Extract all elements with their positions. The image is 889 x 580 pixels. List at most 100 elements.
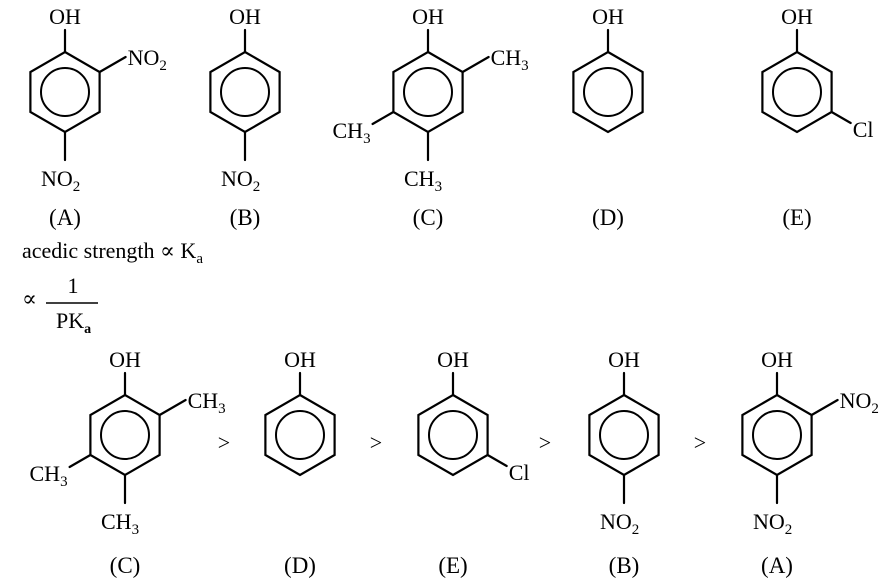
- benzene-ring: [264, 393, 336, 477]
- phenol-structure-e: OH Cl (E): [761, 4, 874, 230]
- phenol-structure-d: OH (D): [264, 347, 336, 578]
- substituent-base: CH: [188, 388, 219, 413]
- compound-label-b: (B): [609, 553, 640, 578]
- oh-group-label: OH: [608, 347, 640, 372]
- substituent-base: NO: [128, 45, 160, 70]
- substituent-subscript: 3: [435, 179, 443, 195]
- substituent-bond: [461, 55, 490, 74]
- substituent-label: CH3: [30, 461, 68, 490]
- substituent-bond: [486, 453, 508, 468]
- phenol-structure-d: OH (D): [572, 4, 644, 230]
- aromatic-circle: [428, 410, 478, 460]
- substituent-bond: [830, 110, 852, 125]
- substituent-base: CH: [404, 166, 435, 191]
- substituent-base: CH: [101, 509, 132, 534]
- substituent-subscript: 3: [521, 58, 529, 74]
- aromatic-circle: [583, 67, 633, 117]
- substituent-base: NO: [840, 388, 872, 413]
- substituent-bond: [158, 398, 187, 417]
- substituent-base: NO: [600, 509, 632, 534]
- proportional-symbol: ∝: [22, 286, 37, 311]
- compound-label-b: (B): [230, 205, 261, 230]
- substituent-label: CH3: [404, 166, 442, 195]
- acidic-strength-relation: acedic strength ∝ Ka ∝ 1 PKa: [22, 238, 203, 337]
- substituent-label: NO2: [840, 388, 879, 417]
- substituent-base: Cl: [509, 460, 530, 485]
- aromatic-circle: [599, 410, 649, 460]
- top-row-structures: OHNO2NO2(A)OHNO2(B)OHCH3CH3CH3(C)OH(D)OH…: [29, 4, 874, 230]
- compound-label-a: (A): [761, 553, 793, 578]
- substituent-subscript: 3: [218, 401, 226, 417]
- compound-label-c: (C): [110, 553, 141, 578]
- substituent-label: NO2: [41, 166, 80, 195]
- oh-group-label: OH: [229, 4, 261, 29]
- substituent-label: CH3: [188, 388, 226, 417]
- substituent-label: NO2: [221, 166, 260, 195]
- substituent-base: NO: [221, 166, 253, 191]
- substituent-subscript: 2: [871, 401, 879, 417]
- substituent-subscript: 2: [159, 58, 167, 74]
- substituent-subscript: 2: [632, 522, 640, 538]
- aromatic-circle: [772, 67, 822, 117]
- order-operators: >>>>: [218, 430, 706, 455]
- compound-label-d: (D): [592, 205, 624, 230]
- substituent-label: NO2: [128, 45, 167, 74]
- compound-label-a: (A): [49, 205, 81, 230]
- substituent-label: Cl: [509, 460, 530, 485]
- oh-group-label: OH: [592, 4, 624, 29]
- oh-group-label: OH: [109, 347, 141, 372]
- compound-label-c: (C): [413, 205, 444, 230]
- phenol-structure-e: OH Cl (E): [417, 347, 530, 578]
- phenol-structure-b: OH NO2 (B): [209, 4, 281, 230]
- phenol-structure-b: OH NO2 (B): [588, 347, 660, 578]
- substituent-base: CH: [491, 45, 522, 70]
- oh-group-label: OH: [437, 347, 469, 372]
- substituent-label: NO2: [600, 509, 639, 538]
- substituent-label: Cl: [853, 117, 874, 142]
- substituent-label: CH3: [333, 118, 371, 147]
- oh-group-label: OH: [284, 347, 316, 372]
- oh-group-label: OH: [781, 4, 813, 29]
- substituent-base: NO: [41, 166, 73, 191]
- aromatic-circle: [100, 410, 150, 460]
- fraction-denominator: PKa: [56, 308, 91, 337]
- compound-label-e: (E): [782, 205, 811, 230]
- relation-line-1: acedic strength ∝ Ka: [22, 238, 203, 267]
- aromatic-circle: [220, 67, 270, 117]
- oh-group-label: OH: [49, 4, 81, 29]
- fraction-numerator: 1: [68, 273, 79, 298]
- substituent-base: CH: [30, 461, 61, 486]
- compound-label-e: (E): [438, 553, 467, 578]
- oh-group-label: OH: [412, 4, 444, 29]
- substituent-base: NO: [753, 509, 785, 534]
- aromatic-circle: [752, 410, 802, 460]
- benzene-ring: [417, 393, 489, 477]
- substituent-subscript: 3: [363, 131, 371, 147]
- bottom-row-structures: OHCH3CH3CH3(C)OH(D)OHCl(E)OHNO2(B)OHNO2N…: [30, 347, 879, 578]
- substituent-subscript: 2: [73, 179, 81, 195]
- substituent-label: CH3: [491, 45, 529, 74]
- substituent-bond: [68, 453, 92, 469]
- substituent-label: CH3: [101, 509, 139, 538]
- substituent-label: NO2: [753, 509, 792, 538]
- greater-than-symbol: >: [539, 430, 551, 455]
- substituent-subscript: 3: [60, 474, 68, 490]
- greater-than-symbol: >: [694, 430, 706, 455]
- aromatic-circle: [275, 410, 325, 460]
- oh-group-label: OH: [761, 347, 793, 372]
- benzene-ring: [572, 50, 644, 134]
- relation-line-1-sub: a: [196, 251, 203, 267]
- compound-label-d: (D): [284, 553, 316, 578]
- substituent-subscript: 2: [785, 522, 793, 538]
- substituent-base: Cl: [853, 117, 874, 142]
- substituent-bond: [371, 110, 395, 126]
- substituent-subscript: 2: [253, 179, 261, 195]
- relation-line-1-text: acedic strength ∝ K: [22, 238, 196, 263]
- substituent-bond: [810, 398, 839, 417]
- greater-than-symbol: >: [370, 430, 382, 455]
